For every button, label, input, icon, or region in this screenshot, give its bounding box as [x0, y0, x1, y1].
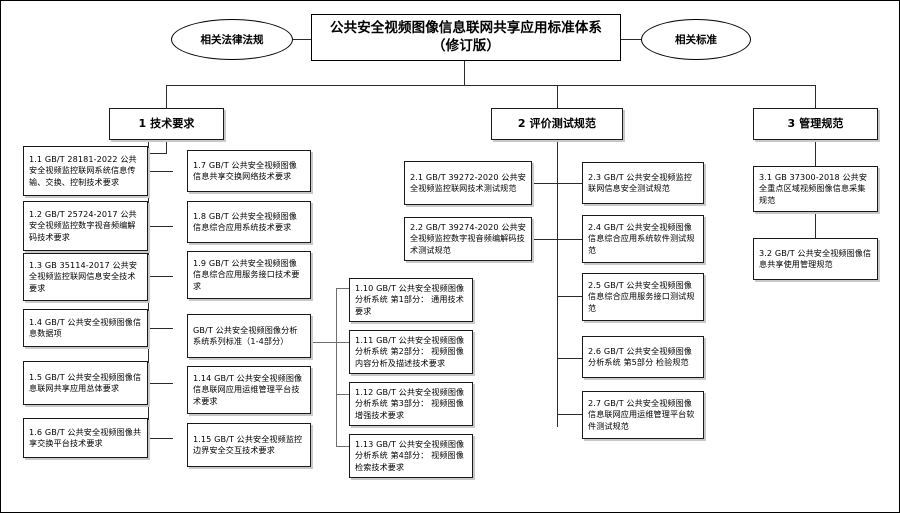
connector-root-down	[464, 61, 465, 85]
node-standard-1-5[interactable]: 1.5 GB/T 公共安全视频图像信息联网共享应用总体要求	[23, 361, 148, 405]
standard-2-5-text: 2.5 GB/T 公共安全视频图像信息综合应用服务接口测试规范	[588, 279, 695, 313]
root-title-line2: （修订版）	[432, 37, 500, 54]
root-title-text: 公共安全视频图像信息联网共享应用标准体系（修订版）	[317, 20, 615, 56]
standard-1-12-text: 1.12 GB/T 公共安全视频图像分析系统 第3部分： 视频图像增强技术要求	[355, 386, 465, 420]
connector-root-standards	[621, 39, 641, 40]
node-standard-2-4[interactable]: 2.4 GB/T 公共安全视频图像信息综合应用系统软件测试规范	[582, 215, 704, 263]
connector-series-trunk	[336, 288, 337, 446]
node-standard-1-15[interactable]: 1.15 GB/T 公共安全视频监控边界安全交互技术要求	[187, 423, 311, 467]
standard-1-3-text: 1.3 GB 35114-2017 公共安全视频监控联网信息安全技术要求	[29, 259, 138, 293]
standard-1-10-text: 1.10 GB/T 公共安全视频图像分析系统 第1部分： 通用技术要求	[355, 282, 465, 316]
connector-mgmt-3-2	[815, 212, 816, 238]
connector-tech-1-4	[148, 328, 173, 329]
connector-series-1-12	[336, 394, 349, 395]
node-branch-mgmt[interactable]: 3 管理规范	[753, 108, 878, 140]
connector-mgmt-3-1	[815, 140, 816, 166]
connector-series-out	[311, 342, 336, 343]
standard-1-11-text: 1.11 GB/T 公共安全视频图像分析系统 第2部分： 视频图像内容分析及描述…	[355, 334, 465, 368]
standard-1-7-text: 1.7 GB/T 公共安全视频图像信息共享交换网络技术要求	[193, 159, 297, 181]
node-standard-1-4[interactable]: 1.4 GB/T 公共安全视频图像信息数据项	[23, 309, 148, 347]
node-standard-series[interactable]: GB/T 公共安全视频图像分析系统系列标准（1-4部分）	[187, 314, 311, 358]
branch-tech-label: 1 技术要求	[138, 117, 195, 131]
node-related-standards[interactable]: 相关标准	[641, 19, 751, 60]
connector-series-1-11	[336, 342, 349, 343]
standard-2-2-text: 2.2 GB/T 39274-2020 公共安全视频监控数字视音频编解码技术测试…	[410, 221, 526, 255]
standard-2-6-text: 2.6 GB/T 公共安全视频图像分析系统 第5部分 检验规范	[588, 345, 692, 367]
node-standard-2-1[interactable]: 2.1 GB/T 39272-2020 公共安全视频监控联网技术测试规范	[404, 161, 532, 205]
node-standard-1-8[interactable]: 1.8 GB/T 公共安全视频图像信息综合应用系统技术要求	[187, 201, 311, 243]
connector-root-laws	[293, 39, 311, 40]
standard-2-3-text: 2.3 GB/T 公共安全视频监控联网信息安全测试规范	[588, 171, 692, 193]
standard-1-14-text: 1.14 GB/T 公共安全视频图像信息联网应用运维管理平台技术要求	[193, 372, 303, 406]
standard-3-2-text: 3.2 GB/T 公共安全视频图像信息共享使用管理规范	[759, 247, 872, 269]
standard-2-7-text: 2.7 GB/T 公共安全视频图像信息联网应用运维管理平台软件测试规范	[588, 397, 695, 431]
connector-eval-2-5	[557, 296, 582, 297]
connector-eval-2-3	[557, 183, 582, 184]
connector-series-1-13	[336, 446, 349, 447]
node-standard-1-12[interactable]: 1.12 GB/T 公共安全视频图像分析系统 第3部分： 视频图像增强技术要求	[349, 382, 473, 426]
standard-1-15-text: 1.15 GB/T 公共安全视频监控边界安全交互技术要求	[193, 433, 303, 455]
standard-3-1-text: 3.1 GB 37300-2018 公共安全重点区域视频图像信息采集规范	[759, 171, 868, 205]
standard-2-4-text: 2.4 GB/T 公共安全视频图像信息综合应用系统软件测试规范	[588, 221, 695, 255]
node-standard-1-11[interactable]: 1.11 GB/T 公共安全视频图像分析系统 第2部分： 视频图像内容分析及描述…	[349, 330, 473, 374]
node-standard-1-7[interactable]: 1.7 GB/T 公共安全视频图像信息共享交换网络技术要求	[187, 150, 311, 192]
node-standard-1-9[interactable]: 1.9 GB/T 公共安全视频图像信息综合应用服务接口技术要求	[187, 251, 311, 299]
node-branch-eval[interactable]: 2 评价测试规范	[491, 108, 623, 140]
standard-1-5-text: 1.5 GB/T 公共安全视频图像信息联网共享应用总体要求	[29, 371, 142, 393]
connector-tech-stub-h	[148, 153, 167, 154]
node-standard-1-6[interactable]: 1.6 GB/T 公共安全视频图像共享交换平台技术要求	[23, 418, 148, 458]
connector-tech-1-5	[148, 383, 173, 384]
node-related-laws-label: 相关法律法规	[200, 34, 264, 46]
connector-eval-2-1	[532, 183, 557, 184]
branch-eval-label: 2 评价测试规范	[517, 117, 597, 131]
standard-1-1-text: 1.1 GB/T 28181-2022 公共安全视频监控联网系统信息传输、交换、…	[29, 153, 137, 187]
standard-1-9-text: 1.9 GB/T 公共安全视频图像信息综合应用服务接口技术要求	[193, 257, 300, 291]
node-root-title[interactable]: 公共安全视频图像信息联网共享应用标准体系（修订版）	[311, 14, 621, 61]
node-branch-tech[interactable]: 1 技术要求	[109, 108, 224, 140]
connector-series-1-10	[336, 288, 349, 289]
connector-tech-1-7	[148, 171, 171, 172]
connector-tech-trunk	[148, 140, 149, 442]
connector-tech-1-2	[148, 226, 173, 227]
connector-eval-2-7	[557, 414, 582, 415]
node-related-standards-label: 相关标准	[675, 34, 717, 46]
connector-eval-2-2	[532, 239, 557, 240]
standard-series-text: GB/T 公共安全视频图像分析系统系列标准（1-4部分）	[193, 324, 298, 346]
standard-1-2-text: 1.2 GB/T 25724-2017 公共安全视频监控数字视音频编解码技术要求	[29, 208, 137, 242]
connector-tech-stub	[166, 140, 167, 153]
standard-2-1-text: 2.1 GB/T 39272-2020 公共安全视频监控联网技术测试规范	[410, 171, 526, 193]
connector-eval-2-6	[557, 358, 582, 359]
standard-1-13-text: 1.13 GB/T 公共安全视频图像分析系统 第4部分： 视频图像检索技术要求	[355, 438, 465, 472]
standard-1-6-text: 1.6 GB/T 公共安全视频图像共享交换平台技术要求	[29, 426, 142, 448]
node-standard-3-2[interactable]: 3.2 GB/T 公共安全视频图像信息共享使用管理规范	[753, 238, 878, 280]
node-standard-1-2[interactable]: 1.2 GB/T 25724-2017 公共安全视频监控数字视音频编解码技术要求	[23, 201, 148, 251]
connector-bus-tech	[166, 85, 167, 108]
node-standard-1-14[interactable]: 1.14 GB/T 公共安全视频图像信息联网应用运维管理平台技术要求	[187, 366, 311, 414]
node-standard-2-5[interactable]: 2.5 GB/T 公共安全视频图像信息综合应用服务接口测试规范	[582, 273, 704, 321]
node-standard-2-3[interactable]: 2.3 GB/T 公共安全视频监控联网信息安全测试规范	[582, 162, 704, 204]
node-standard-1-3[interactable]: 1.3 GB 35114-2017 公共安全视频监控联网信息安全技术要求	[23, 253, 148, 301]
node-standard-1-1[interactable]: 1.1 GB/T 28181-2022 公共安全视频监控联网系统信息传输、交换、…	[23, 146, 148, 196]
node-standard-1-10[interactable]: 1.10 GB/T 公共安全视频图像分析系统 第1部分： 通用技术要求	[349, 278, 473, 322]
node-standard-3-1[interactable]: 3.1 GB 37300-2018 公共安全重点区域视频图像信息采集规范	[753, 166, 878, 212]
connector-bus-mgmt	[815, 85, 816, 108]
node-standard-2-2[interactable]: 2.2 GB/T 39274-2020 公共安全视频监控数字视音频编解码技术测试…	[404, 217, 532, 261]
node-standard-2-6[interactable]: 2.6 GB/T 公共安全视频图像分析系统 第5部分 检验规范	[582, 336, 704, 378]
node-standard-2-7[interactable]: 2.7 GB/T 公共安全视频图像信息联网应用运维管理平台软件测试规范	[582, 391, 704, 439]
node-standard-1-13[interactable]: 1.13 GB/T 公共安全视频图像分析系统 第4部分： 视频图像检索技术要求	[349, 434, 473, 478]
connector-level1-bus	[166, 85, 816, 86]
connector-tech-1-3	[148, 276, 173, 277]
connector-eval-trunk	[557, 140, 558, 427]
connector-eval-2-4	[557, 239, 582, 240]
standard-1-8-text: 1.8 GB/T 公共安全视频图像信息综合应用系统技术要求	[193, 210, 297, 232]
standard-1-4-text: 1.4 GB/T 公共安全视频图像信息数据项	[29, 316, 142, 338]
branch-mgmt-label: 3 管理规范	[787, 117, 844, 131]
connector-tech-1-6	[148, 438, 173, 439]
connector-bus-eval	[557, 85, 558, 108]
root-title-line1: 公共安全视频图像信息联网共享应用标准体系	[330, 19, 602, 36]
node-related-laws[interactable]: 相关法律法规	[171, 19, 293, 60]
